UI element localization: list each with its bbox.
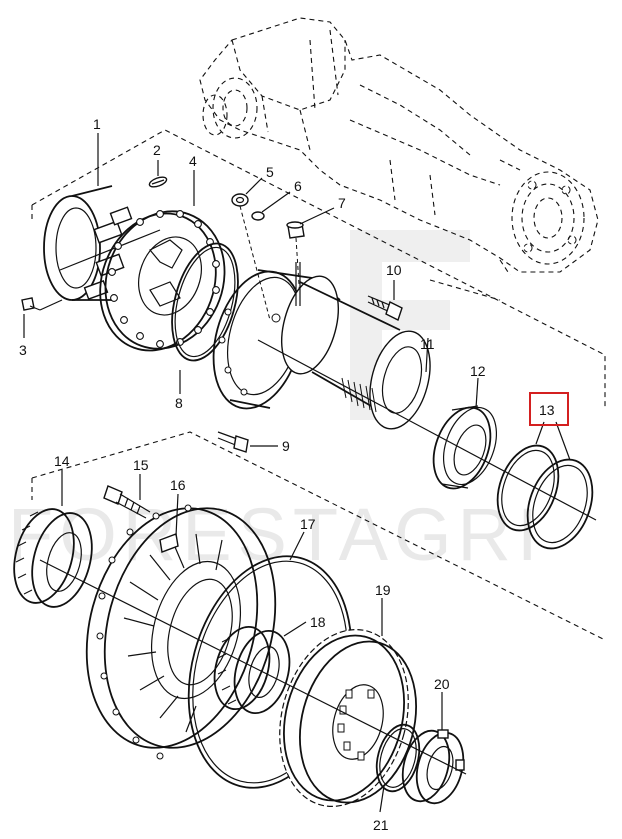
assembly-boundary-lower [31,431,606,641]
part-14-bearing [13,508,93,608]
callout-2: 2 [153,142,161,158]
part-6-washer [251,211,265,221]
callout-14: 14 [54,453,70,469]
part-7-plug [286,221,305,239]
callout-20: 20 [434,676,450,692]
callout-1: 1 [93,116,101,132]
callout-18: 18 [310,614,326,630]
axle-housing-outline [199,17,599,276]
callout-10: 10 [386,262,402,278]
callout-4: 4 [189,153,197,169]
part-2-dowel-pin [148,176,168,188]
callout-19: 19 [375,582,391,598]
callout-9: 9 [282,438,290,454]
guide-line-5 [239,205,271,321]
highlight-box-part-13 [529,392,569,426]
part-11-spindle [212,262,431,430]
part-16-wheel-hub [85,504,277,760]
callout-17: 17 [300,516,316,532]
callout-6: 6 [294,178,302,194]
assembly-axis-lower [39,559,467,775]
callout-8: 8 [175,395,183,411]
part-21-snap-ring [375,723,421,793]
callout-5: 5 [266,164,274,180]
part-8-o-ring [171,242,239,362]
callout-labels: 1 2 3 4 5 6 7 8 9 10 11 12 13 14 15 16 1… [19,116,555,833]
callout-13: 13 [539,402,555,418]
callout-3: 3 [19,342,27,358]
part-9-bolt [217,431,249,453]
callout-15: 15 [133,457,149,473]
part-20-ring-nut [401,729,465,805]
callout-11: 11 [420,336,435,352]
part-10-bolt [367,295,403,321]
part-15-wheel-stud [103,485,151,519]
callout-21: 21 [373,817,389,833]
part-18-bearing [213,625,291,715]
assembly-boundary-upper-right [429,279,501,301]
callout-leader-lines [23,133,571,813]
part-4-carrier-flange [99,210,226,352]
callout-12: 12 [470,363,486,379]
callout-16: 16 [170,477,186,493]
part-12-seal [432,405,497,490]
watermark-text: FORESTAGRI [8,493,544,576]
part-1-hub-carrier [43,185,161,301]
callout-7: 7 [338,195,346,211]
part-5-nut [231,193,249,207]
part-3-bolt [21,297,63,311]
assembly-axis-upper [257,339,597,521]
